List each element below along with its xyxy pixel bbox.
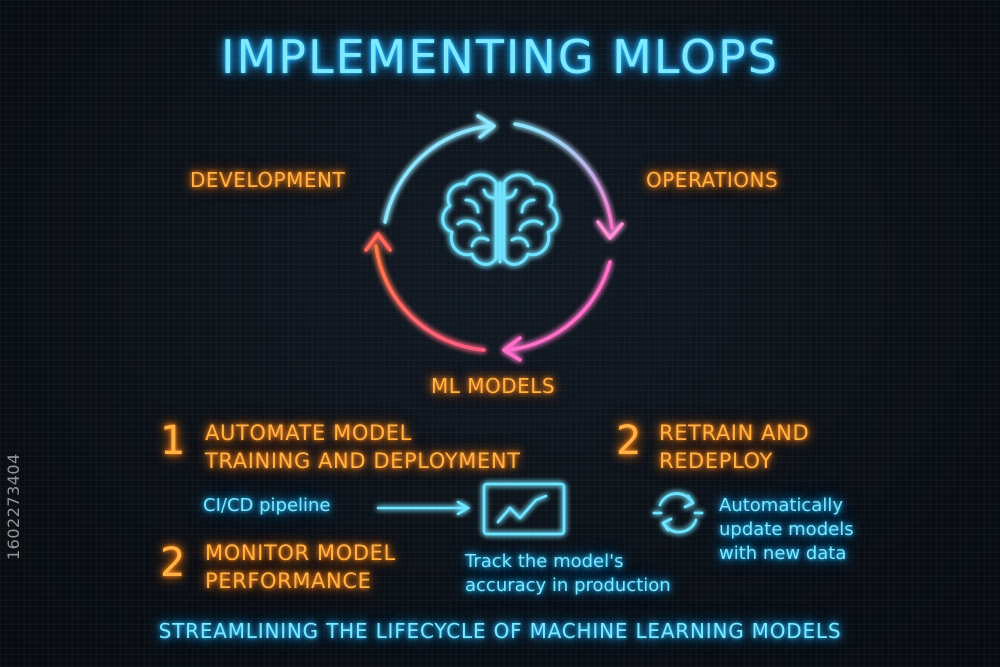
arrow-right-icon: [376, 500, 471, 516]
step-detail-auto-line2: update models: [719, 519, 854, 540]
step-heading-automate-line2: TRAINING AND DEPLOYMENT: [205, 449, 521, 473]
cycle-label-ml-models: ML MODELS: [431, 374, 556, 398]
step-heading-retrain-line1: RETRAIN AND: [659, 421, 810, 445]
step-number-1: 1: [160, 418, 186, 464]
step-heading-monitor-line2: PERFORMANCE: [205, 569, 372, 593]
step-detail-auto-line3: with new data: [719, 543, 847, 564]
brain-icon: [441, 173, 559, 266]
cycle-arrows-icon: [364, 114, 624, 362]
step-detail-cicd: CI/CD pipeline: [203, 495, 331, 516]
step-heading-monitor-line1: MONITOR MODEL: [205, 541, 396, 565]
step-heading-automate-line1: AUTOMATE MODEL: [205, 421, 412, 445]
step-detail-track-line1: Track the model's: [465, 551, 624, 572]
step-heading-retrain-line2: REDEPLOY: [659, 449, 773, 473]
chart-monitor-icon: [482, 482, 566, 536]
watermark-id: 1602273404: [4, 453, 23, 560]
step-number-monitor: 2: [160, 540, 186, 586]
cycle-label-operations: OPERATIONS: [646, 168, 779, 192]
footer-tagline: STREAMLINING THE LIFECYCLE OF MACHINE LE…: [158, 619, 842, 643]
cycle-label-development: DEVELOPMENT: [190, 168, 346, 192]
step-detail-auto-line1: Automatically: [719, 495, 843, 516]
page-title: IMPLEMENTING MLOPS: [220, 30, 779, 84]
refresh-circle-icon: [652, 492, 704, 534]
step-number-retrain: 2: [616, 418, 642, 464]
step-detail-track-line2: accuracy in production: [465, 575, 671, 596]
